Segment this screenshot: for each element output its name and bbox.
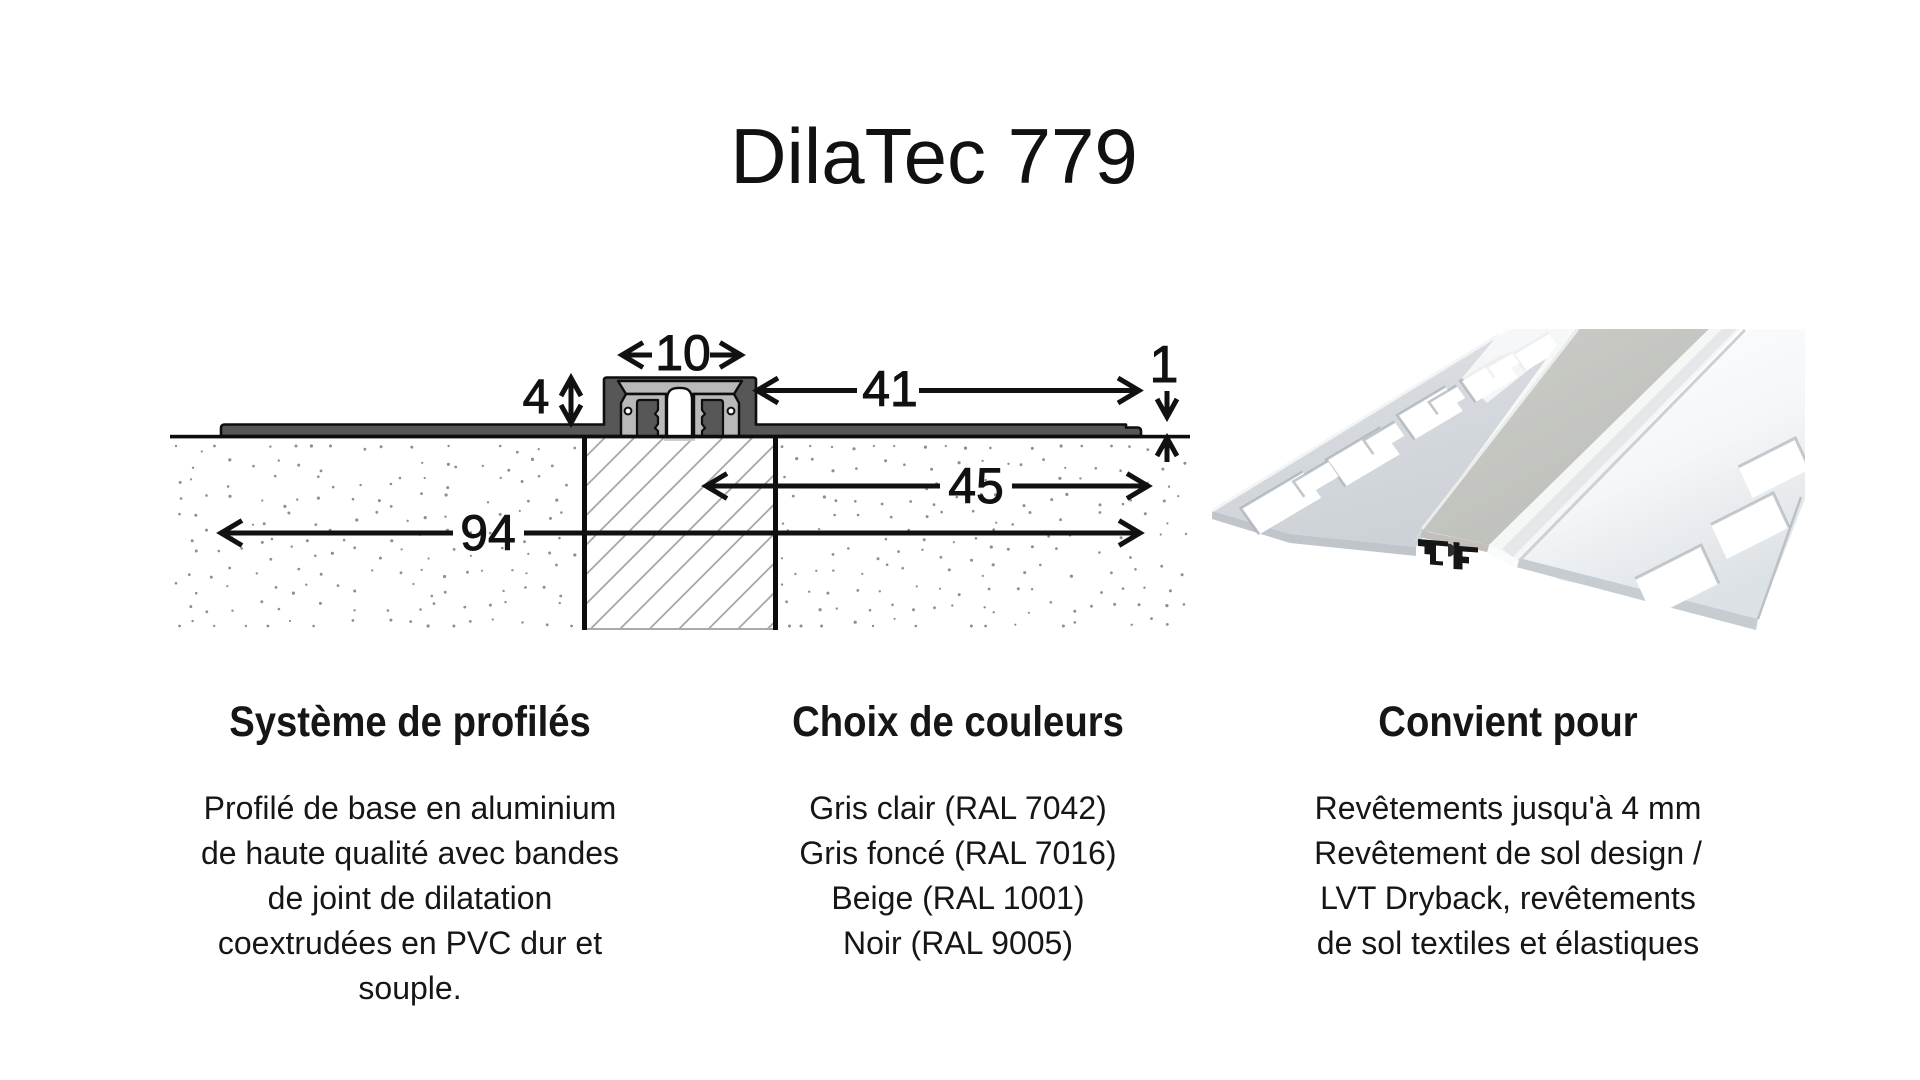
- svg-text:94: 94: [460, 505, 516, 561]
- svg-text:41: 41: [862, 361, 918, 417]
- svg-text:4: 4: [523, 371, 550, 424]
- svg-text:45: 45: [948, 458, 1004, 514]
- svg-text:10: 10: [655, 325, 711, 381]
- svg-text:1: 1: [1150, 336, 1179, 394]
